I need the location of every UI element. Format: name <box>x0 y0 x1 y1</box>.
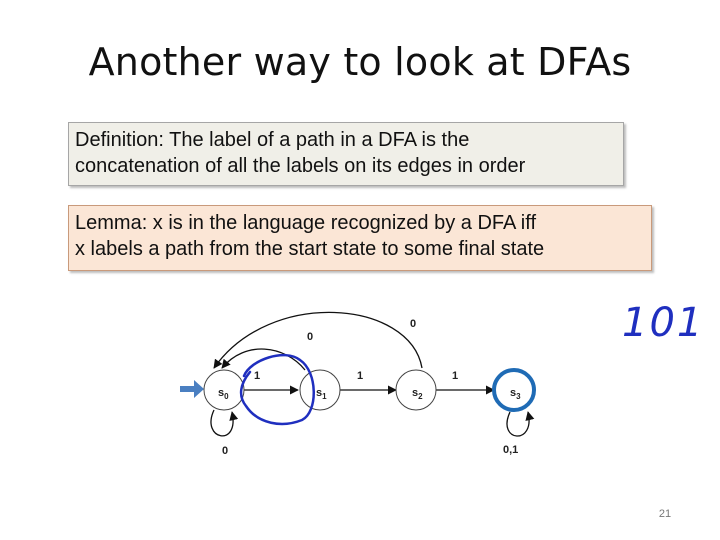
lemma-box: Lemma: x is in the language recognized b… <box>68 205 652 271</box>
state-s2 <box>395 369 437 411</box>
edge-s2-s0 <box>213 311 423 369</box>
edge-label-s0-s1: 1 <box>254 370 260 382</box>
state-label-s2: s2 <box>412 387 423 401</box>
slide-title: Another way to look at DFAs <box>88 40 632 84</box>
page-number: 21 <box>658 508 672 520</box>
edge-s3-loop <box>506 411 535 437</box>
state-label-s1: s1 <box>316 387 327 401</box>
ink-highlight-path <box>239 354 315 426</box>
edge-label-s1-s0: 0 <box>307 331 313 343</box>
definition-box: Definition: The label of a path in a DFA… <box>68 122 624 186</box>
definition-line-1: Definition: The label of a path in a DFA… <box>75 129 470 151</box>
definition-line-2: concatenation of all the labels on its e… <box>75 155 526 177</box>
edge-label-s2-s0: 0 <box>410 318 416 330</box>
handwritten-101: 101 <box>622 300 704 346</box>
start-arrow-icon <box>180 380 204 398</box>
edge-label-s2-s3: 1 <box>452 370 458 382</box>
edge-s1-s0 <box>221 348 306 371</box>
edge-label-s1-s2: 1 <box>357 370 363 382</box>
edge-label-s0-loop: 0 <box>222 445 228 457</box>
state-s3 <box>492 368 536 412</box>
lemma-line-1: Lemma: x is in the language recognized b… <box>75 212 537 234</box>
lemma-line-2: x labels a path from the start state to … <box>75 238 545 260</box>
state-s1 <box>299 369 341 411</box>
edge-label-s3-loop: 0,1 <box>503 444 518 456</box>
state-s0 <box>203 369 245 411</box>
edge-s0-loop <box>210 409 239 437</box>
state-label-s0: s0 <box>218 387 229 401</box>
state-label-s3: s3 <box>510 387 521 401</box>
